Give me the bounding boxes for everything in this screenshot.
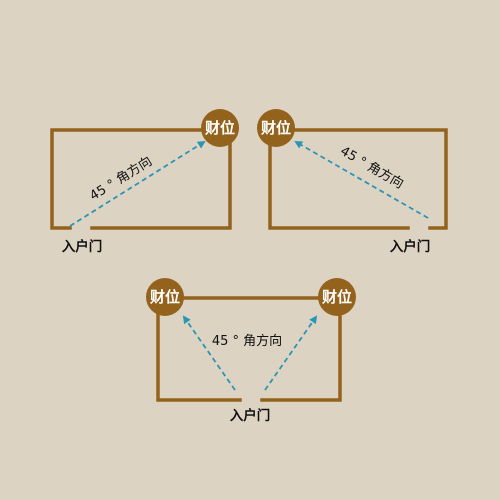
wealth-circle-top-left xyxy=(201,109,239,147)
wealth-position-bottom-left: 财位 xyxy=(146,278,184,316)
direction-arrow-top-left xyxy=(69,140,206,227)
angle-label-bottom: 45 ° 角方向 xyxy=(212,333,282,349)
door-label-top-right: 入户门 xyxy=(390,238,431,255)
wealth-circle-bottom-right xyxy=(318,278,356,316)
direction-arrow-bottom-right xyxy=(264,315,318,391)
door-label-top-left: 入户门 xyxy=(62,238,103,255)
room-wall-top-right xyxy=(268,128,448,230)
room-wall-top-left xyxy=(50,128,232,230)
door-label-bottom: 入户门 xyxy=(230,407,271,424)
wealth-label-bottom-right: 财位 xyxy=(322,288,352,306)
wealth-label-top-left: 财位 xyxy=(205,119,235,137)
wealth-circle-bottom-left xyxy=(146,278,184,316)
room-wall-bottom xyxy=(156,296,342,402)
wealth-position-bottom-right: 财位 xyxy=(318,278,356,316)
room-diagram-top-right: 45 ° 角方向 财位 入户门 xyxy=(257,109,448,255)
wealth-label-bottom-left: 财位 xyxy=(150,288,180,306)
wealth-position-top-left: 财位 xyxy=(201,109,239,147)
wealth-position-top-right: 财位 xyxy=(257,109,295,147)
wealth-circle-top-right xyxy=(257,109,295,147)
direction-arrow-bottom-left xyxy=(182,315,236,391)
angle-label-top-right: 45 ° 角方向 xyxy=(338,143,407,192)
wealth-label-top-right: 财位 xyxy=(261,119,291,137)
room-diagram-bottom: 45 ° 角方向 财位 财位 入户门 xyxy=(146,278,356,424)
room-diagram-top-left: 45 ° 角方向 财位 入户门 xyxy=(50,109,239,255)
